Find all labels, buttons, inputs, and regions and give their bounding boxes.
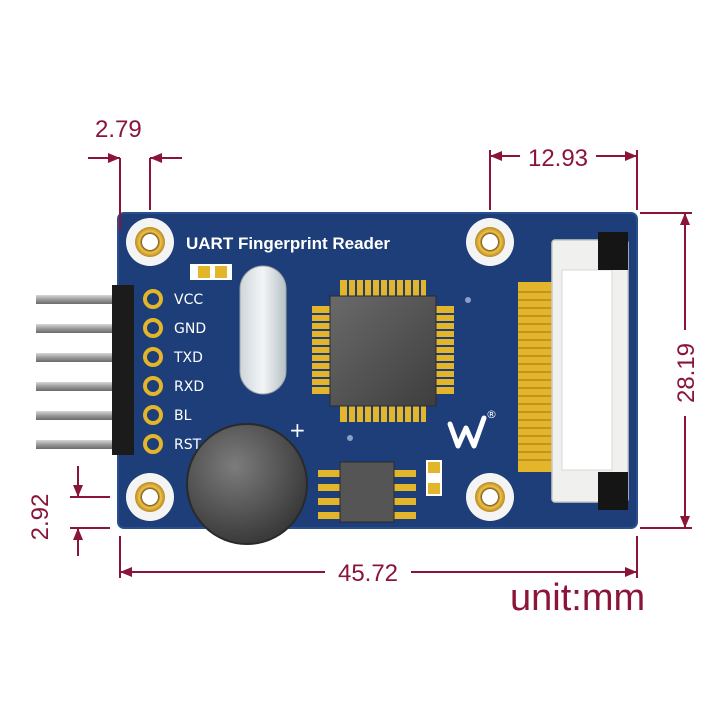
buzzer-polarity-label: + [289, 418, 306, 442]
mcu-pads-top [340, 280, 426, 298]
dimension-lines [70, 150, 692, 578]
pin-pads [143, 289, 163, 454]
header-pin [36, 411, 120, 420]
smd-resistor [426, 460, 442, 496]
header-pin [36, 382, 120, 391]
arrowhead [73, 485, 83, 497]
mounting-hole-center [482, 489, 498, 505]
pin-pad [143, 289, 163, 309]
mcu-chip [312, 280, 454, 422]
arrowhead [680, 516, 690, 528]
pin-label-vcc: VCC [174, 292, 203, 308]
pin-pad [143, 405, 163, 425]
header-pin [36, 353, 120, 362]
pin-pad [143, 318, 163, 338]
fpc-latch-bottom [598, 472, 628, 510]
header-pin [36, 440, 120, 449]
via [465, 297, 471, 303]
fpc-latch-top [598, 232, 628, 270]
mcu-pads-bottom [340, 404, 426, 422]
header-pin [36, 324, 120, 333]
dim-connector-width: 12.93 [528, 145, 588, 172]
soic-body [339, 461, 395, 523]
pin-label-gnd: GND [174, 321, 206, 337]
arrowhead [108, 153, 120, 163]
arrowhead [490, 151, 502, 161]
mounting-hole-center [142, 234, 158, 250]
pin-label-txd: TXD [173, 350, 203, 366]
header-housing [112, 285, 134, 455]
mcu-pads-right [436, 306, 454, 394]
unit-label: unit:mm [510, 577, 645, 619]
dim-board-height: 28.19 [673, 343, 700, 403]
board-title: UART Fingerprint Reader [186, 234, 390, 253]
arrowhead [680, 213, 690, 225]
dim-board-width: 45.72 [338, 560, 398, 587]
arrowhead [150, 153, 162, 163]
pin-label-rst: RST [174, 437, 202, 453]
fpc-slot [561, 269, 613, 471]
mounting-hole-center [482, 234, 498, 250]
logo-registered: ® [486, 408, 497, 421]
buzzer [186, 423, 308, 545]
dim-label-bg [520, 145, 596, 171]
crystal-oscillator [239, 265, 287, 395]
dim-hole-offset-x: 2.79 [95, 116, 142, 143]
dim-hole-offset-y: 2.92 [27, 494, 54, 541]
mounting-hole-center [142, 489, 158, 505]
waveshare-logo: ® [447, 408, 497, 449]
dim-label-bg [325, 558, 411, 586]
mcu-body [329, 295, 437, 407]
pin-pad [143, 347, 163, 367]
dim-label-bg [672, 330, 698, 416]
header-pins [36, 295, 120, 449]
logo-mark [447, 415, 487, 449]
pin-labels: VCC GND TXD RXD BL RST [173, 292, 206, 453]
mounting-holes [126, 218, 514, 521]
arrowhead [625, 567, 637, 577]
soic-chip [318, 461, 416, 523]
mcu-pads-left [312, 306, 330, 394]
smd-capacitor [190, 264, 232, 280]
pin-label-bl: BL [174, 408, 192, 424]
header-pin [36, 295, 120, 304]
fpc-connector [518, 232, 629, 510]
arrowhead [625, 151, 637, 161]
pin-pad [143, 434, 163, 454]
arrowhead [120, 567, 132, 577]
pin-label-rxd: RXD [174, 379, 204, 395]
via [347, 435, 353, 441]
arrowhead [73, 528, 83, 540]
pin-pad [143, 376, 163, 396]
